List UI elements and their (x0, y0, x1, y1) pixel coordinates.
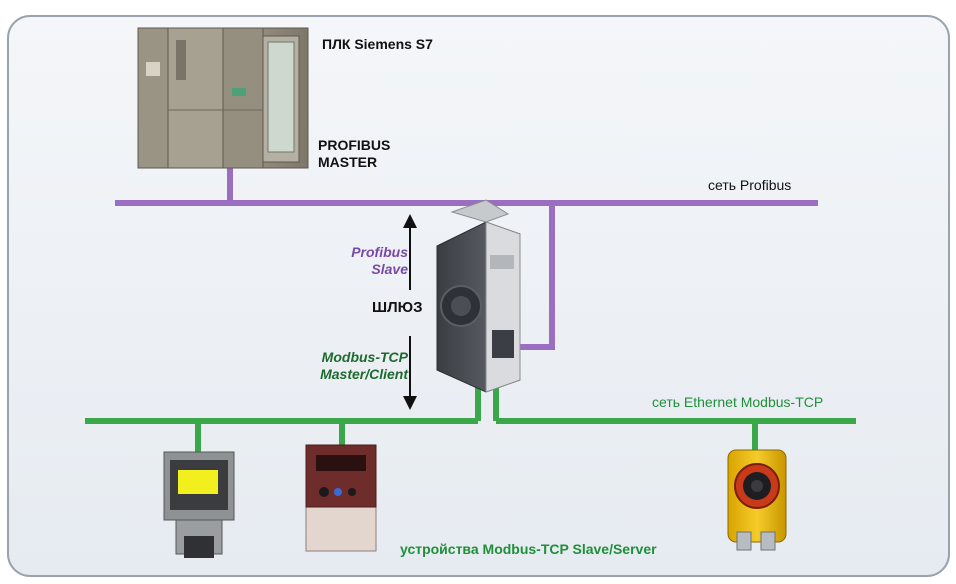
device-smart-camera (727, 449, 787, 551)
profibus-network-label: сеть Profibus (708, 177, 792, 193)
plc-siemens-s7 (137, 27, 309, 169)
ethernet-network-lines (85, 378, 856, 452)
device-display-reader (163, 451, 235, 558)
gateway-double-arrow (403, 214, 417, 410)
plc-role-line2: MASTER (318, 154, 378, 170)
gateway-upper-role-line2: Slave (371, 261, 408, 277)
ethernet-network-label: сеть Ethernet Modbus-TCP (652, 394, 824, 410)
gateway-lower-role-line2: Master/Client (320, 366, 408, 382)
gateway-module (436, 199, 521, 393)
plc-role-line1: PROFIBUS (318, 137, 391, 153)
device-controller-panel (305, 444, 377, 552)
gateway-label: ШЛЮЗ (372, 299, 423, 316)
plc-title: ПЛК Siemens S7 (322, 36, 433, 52)
gateway-lower-role-line1: Modbus-TCP (321, 349, 408, 365)
gateway-upper-role-line1: Profibus (351, 244, 408, 260)
devices-label: устройства Modbus-TCP Slave/Server (400, 541, 657, 557)
